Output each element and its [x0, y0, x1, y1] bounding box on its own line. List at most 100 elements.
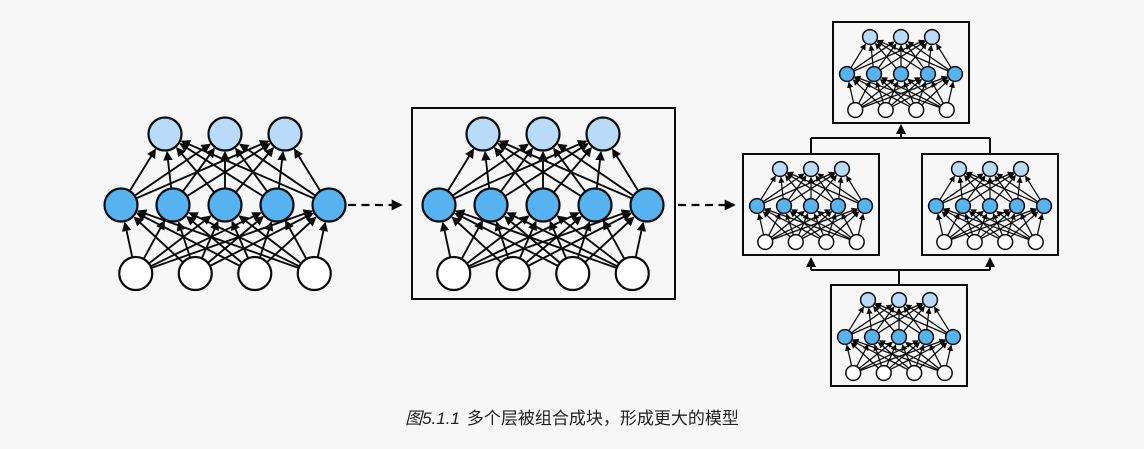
edge-arrow	[996, 173, 1039, 203]
edge-arrow	[872, 305, 895, 332]
edge-arrow	[854, 75, 941, 109]
input-node	[495, 255, 531, 292]
edge-arrow	[494, 221, 510, 259]
input-node	[1027, 233, 1044, 251]
edge-arrow	[966, 171, 1038, 204]
edge-arrow	[576, 221, 592, 259]
edge-arrow	[879, 41, 926, 71]
input-node	[845, 364, 862, 382]
output-node	[465, 116, 501, 152]
edge-arrow	[231, 220, 250, 259]
edge-arrow	[133, 216, 184, 263]
edge-arrow	[1006, 213, 1016, 236]
edge-arrow	[848, 306, 864, 332]
output-node	[771, 160, 789, 178]
edge-arrow	[238, 215, 302, 265]
edge-arrow	[875, 302, 947, 335]
figure-label: 图5.1.1	[405, 409, 460, 428]
edge-arrow	[784, 174, 807, 201]
edge-arrow	[877, 43, 897, 69]
hidden-node	[917, 328, 935, 346]
input-node	[847, 101, 864, 119]
edge-arrow	[121, 221, 134, 258]
edge-arrow	[947, 81, 955, 103]
edge-arrow	[454, 212, 559, 267]
hidden-node	[1035, 197, 1053, 215]
edge-arrow	[903, 81, 914, 104]
edge-arrow	[800, 210, 833, 238]
edge-arrow	[850, 43, 866, 69]
edge-arrow	[941, 173, 984, 203]
edge-arrow	[504, 215, 561, 264]
output-node	[861, 28, 879, 46]
edge-arrow	[936, 213, 944, 235]
edge-arrow	[188, 212, 300, 268]
edge-arrow	[786, 173, 833, 203]
output-node	[802, 160, 820, 178]
block-tree-connectors	[806, 124, 995, 286]
input-node	[936, 364, 953, 382]
hidden-node	[836, 328, 854, 346]
edge-arrow	[851, 340, 908, 371]
input-node	[938, 101, 955, 119]
edge-arrow	[929, 343, 942, 367]
edge-arrow	[905, 304, 948, 334]
caption-text: 多个层被组合成块，形成更大的模型	[466, 409, 739, 428]
edge-arrow	[957, 176, 964, 199]
hidden-node	[856, 197, 874, 215]
edge-arrow	[602, 219, 626, 260]
edge-arrow	[919, 342, 948, 369]
edge-arrow	[499, 147, 533, 193]
edge-arrow	[179, 143, 264, 198]
input-node	[296, 255, 332, 292]
edge-arrow	[787, 175, 807, 201]
edge-arrow	[874, 304, 921, 334]
edge-arrow	[778, 176, 785, 199]
edge-arrow	[134, 143, 211, 197]
edge-arrow	[128, 148, 157, 192]
output-node	[267, 116, 303, 152]
edge-arrow	[874, 42, 897, 69]
hidden-node	[927, 197, 945, 215]
edge-arrow	[847, 81, 855, 103]
edge-arrow	[186, 215, 243, 264]
block-top-network	[838, 28, 964, 119]
edge-arrow	[506, 212, 618, 268]
edge-arrow	[879, 78, 912, 106]
input-node	[908, 101, 925, 119]
edge-arrow	[905, 42, 928, 69]
block-middle-right-network	[927, 160, 1053, 251]
input-node	[997, 233, 1014, 251]
edge-arrow	[949, 210, 984, 238]
edge-arrow	[163, 150, 173, 189]
edge-arrow	[760, 175, 776, 201]
input-node	[118, 255, 154, 292]
output-node	[892, 28, 910, 46]
hidden-node	[311, 187, 347, 223]
edge-arrow	[860, 78, 895, 106]
edge-arrow	[762, 211, 791, 238]
edge-arrow	[969, 209, 1030, 240]
hidden-node	[892, 65, 910, 83]
edge-arrow	[875, 306, 895, 332]
input-node	[875, 364, 892, 382]
edge-arrow	[936, 43, 952, 69]
edge-arrow	[903, 305, 926, 332]
edge-arrow	[866, 307, 873, 330]
edge-arrow	[611, 148, 640, 192]
boxed-network	[421, 116, 665, 292]
input-node	[848, 233, 865, 251]
edge-arrow	[200, 220, 219, 259]
edge-arrow	[921, 79, 950, 106]
edge-arrow	[939, 175, 955, 201]
output-node	[585, 116, 621, 152]
input-node	[936, 233, 953, 251]
edge-arrow	[175, 147, 216, 194]
edge-arrow	[945, 344, 953, 366]
edge-arrow	[992, 213, 1003, 236]
output-node	[147, 116, 183, 152]
edge-arrow	[181, 147, 215, 193]
output-node	[207, 116, 243, 152]
edge-arrow	[901, 344, 912, 367]
output-node	[950, 160, 968, 178]
